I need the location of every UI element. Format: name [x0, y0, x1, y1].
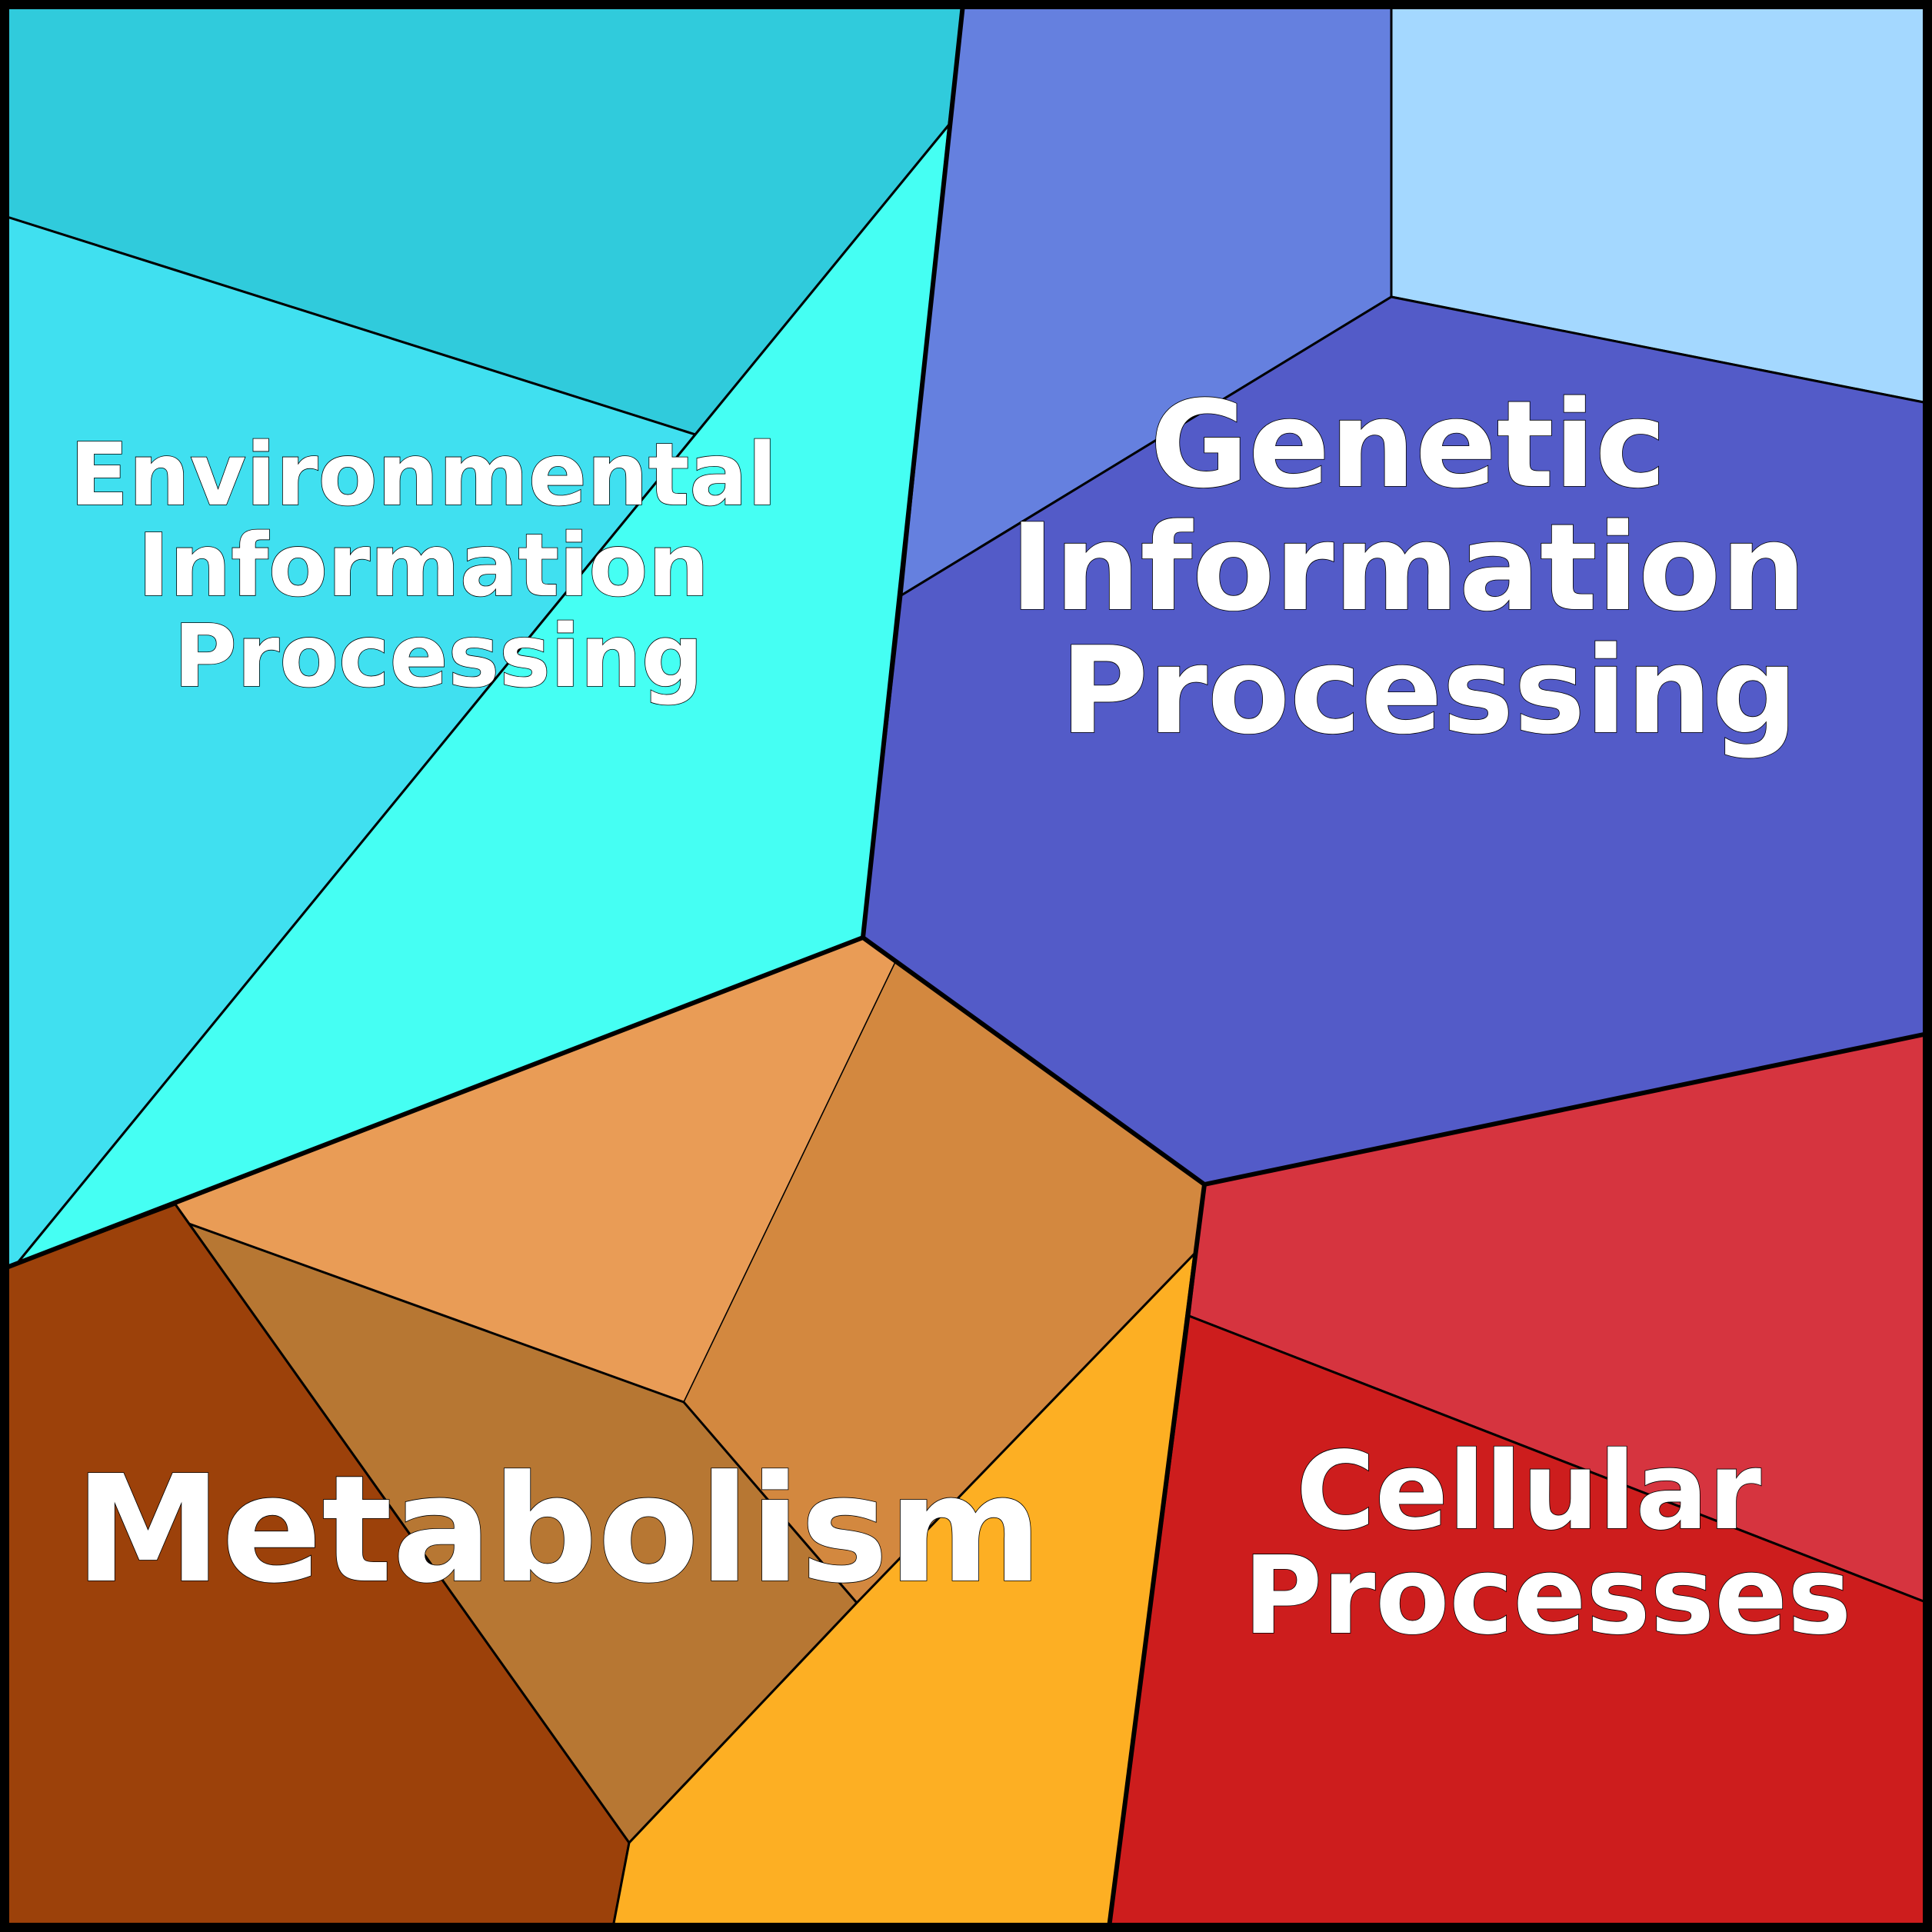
- label-line: Information: [138, 516, 709, 616]
- label-line: Processing: [1061, 621, 1798, 761]
- border-environmental-genetic: [861, 4, 965, 938]
- label-line: Information: [1010, 498, 1806, 638]
- border-environmental-metabolism: [3, 935, 864, 1271]
- border-genetic-metabolism: [861, 935, 1206, 1187]
- label-line: Environmental: [70, 425, 777, 525]
- label-line: Processes: [1244, 1534, 1852, 1659]
- label-metabolism: Metabolism: [75, 1444, 1042, 1616]
- label-cellular-processes: Cellular Processes: [1244, 1429, 1852, 1659]
- label-line: Cellular: [1296, 1429, 1761, 1554]
- label-line: Metabolism: [75, 1444, 1042, 1616]
- label-line: Processing: [174, 607, 703, 707]
- border-genetic-cellular: [1204, 1031, 1928, 1187]
- border-metabolism-cellular: [1107, 1184, 1207, 1928]
- label-genetic-information-processing: Genetic Information Processing: [1010, 375, 1848, 761]
- region-environmental-information-processing: [3, 3, 964, 1271]
- label-line: Genetic: [1150, 375, 1666, 515]
- label-environmental-information-processing: Environmental Information Processing: [70, 425, 807, 707]
